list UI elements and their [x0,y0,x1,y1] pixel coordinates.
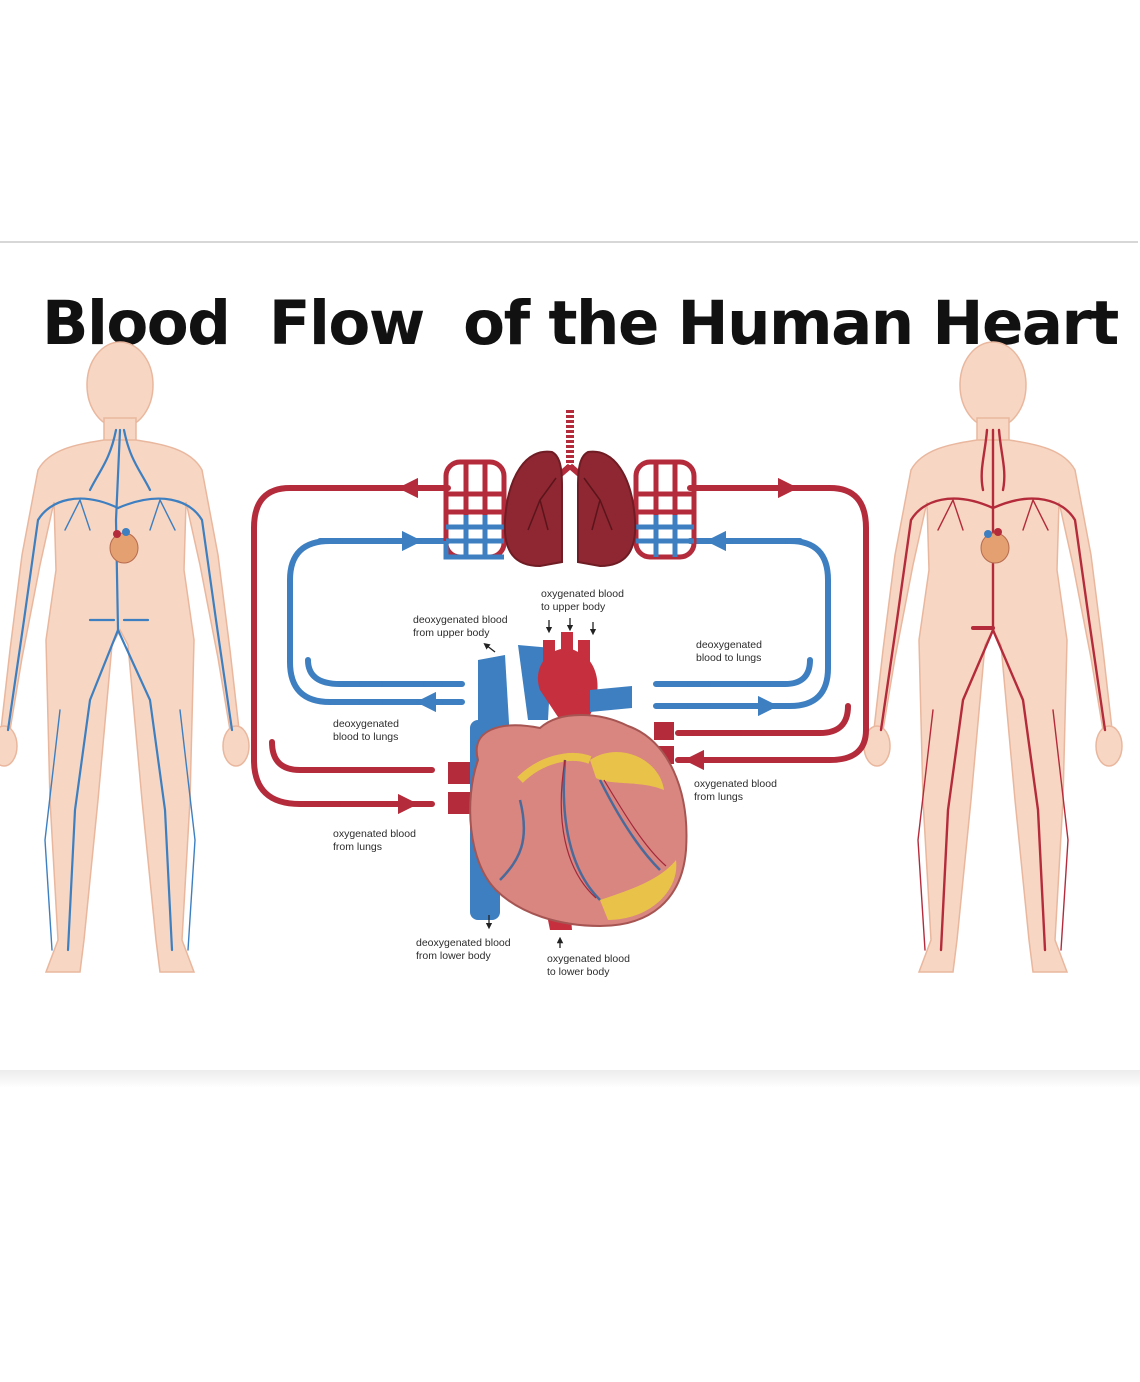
red-loop-second-left [269,739,435,773]
arrow-red-4 [694,730,763,760]
arrow-blue-4 [687,681,768,706]
capillary-grid-right [633,459,697,560]
arrow-blue-3 [359,681,443,702]
label-deoxygenated-from-upper-body: deoxygenated blood from upper body [413,614,508,639]
arrow-red-3 [317,767,408,804]
red-loop-outer-right [675,485,869,763]
label-deoxygenated-to-lungs-right: deoxygenated blood to lungs [696,639,762,664]
blue-loop-outer-right [653,538,831,709]
label-oxygenated-to-lower-body: oxygenated blood to lower body [547,953,630,978]
arterial-system-figure [863,341,1123,973]
blue-loop-inner-right [653,657,813,687]
annotation-arrows [483,618,597,948]
venous-system-figure [0,341,250,973]
capillary-grid-left [443,459,507,560]
red-loop-outer-left [251,485,451,807]
heart [448,632,688,930]
lungs [503,410,637,568]
blue-loop-outer-left [287,538,465,705]
red-loop-inner-left [272,506,300,770]
label-oxygenated-from-lungs-right: oxygenated blood from lungs [694,778,777,803]
blue-loop-inner-left [305,657,465,687]
pulmonary-loops [251,485,869,807]
page-title: Blood Flow of the Human Heart [42,288,1119,359]
label-oxygenated-from-lungs-left: oxygenated blood from lungs [333,828,416,853]
label-deoxygenated-from-lower-body: deoxygenated blood from lower body [416,937,511,962]
poster-shadow [0,1070,1140,1088]
label-oxygenated-to-upper-body: oxygenated blood to upper body [541,588,624,613]
label-deoxygenated-to-lungs-left: deoxygenated blood to lungs [333,718,399,743]
red-loop-second-right [675,703,851,736]
